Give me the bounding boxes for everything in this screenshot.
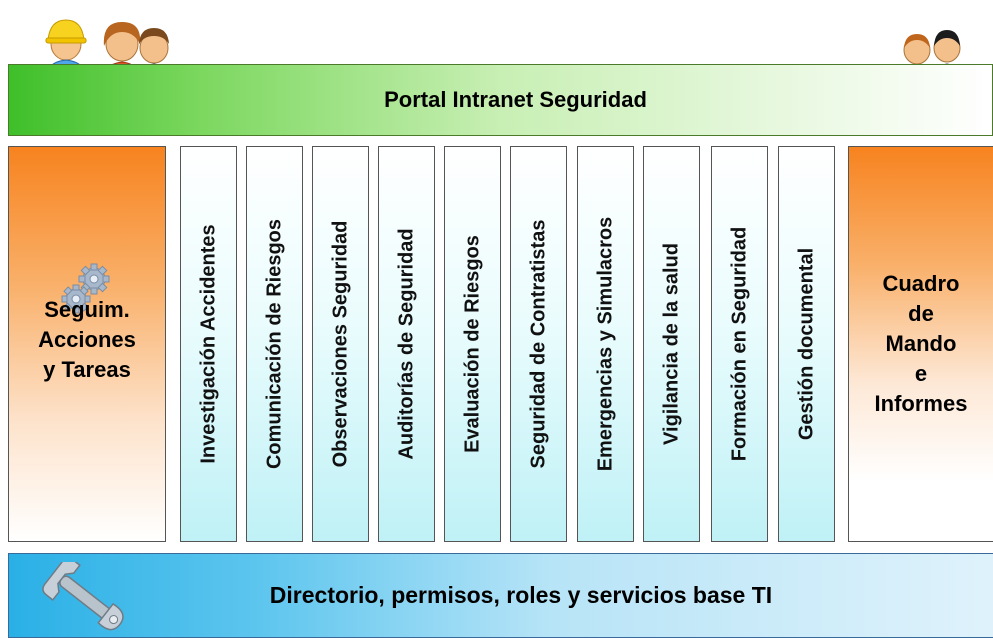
base-services-title: Directorio, permisos, roles y servicios … [269,582,773,608]
module-label: Emergencias y Simulacros [594,216,616,472]
module-label: Gestión documental [795,247,817,441]
module-observaciones-seguridad[interactable]: Observaciones Seguridad [312,146,369,542]
portal-header-banner[interactable]: Portal Intranet Seguridad [8,64,993,136]
wrench-icon [42,562,124,631]
seguimiento-acciones-label: Seguim. Acciones y Tareas [38,297,136,382]
seguimiento-acciones-panel[interactable]: Seguim. Acciones y Tareas [8,146,166,542]
module-comunicacion-riesgos[interactable]: Comunicación de Riesgos [246,146,303,542]
module-label: Investigación Accidentes [197,224,219,464]
module-label: Observaciones Seguridad [329,220,351,468]
module-formacion-seguridad[interactable]: Formación en Seguridad [711,146,768,542]
module-seguridad-contratistas[interactable]: Seguridad de Contratistas [510,146,567,542]
module-evaluacion-riesgos[interactable]: Evaluación de Riesgos [444,146,501,542]
module-auditorias-seguridad[interactable]: Auditorías de Seguridad [378,146,435,542]
base-services-banner[interactable]: Directorio, permisos, roles y servicios … [8,553,993,638]
module-vigilancia-salud[interactable]: Vigilancia de la salud [643,146,700,542]
module-gestion-documental[interactable]: Gestión documental [778,146,835,542]
module-label: Formación en Seguridad [728,226,750,462]
module-label: Comunicación de Riesgos [263,218,285,470]
cuadro-mando-label: Cuadro de Mando e Informes [874,271,968,416]
cuadro-mando-panel[interactable]: Cuadro de Mando e Informes [848,146,993,542]
module-label: Vigilancia de la salud [660,243,682,445]
module-investigacion-accidentes[interactable]: Investigación Accidentes [180,146,237,542]
portal-title: Portal Intranet Seguridad [384,87,647,112]
gears-icon [61,263,110,314]
module-label: Seguridad de Contratistas [527,219,549,469]
module-label: Evaluación de Riesgos [461,235,483,453]
module-label: Auditorías de Seguridad [395,228,417,460]
module-emergencias-simulacros[interactable]: Emergencias y Simulacros [577,146,634,542]
